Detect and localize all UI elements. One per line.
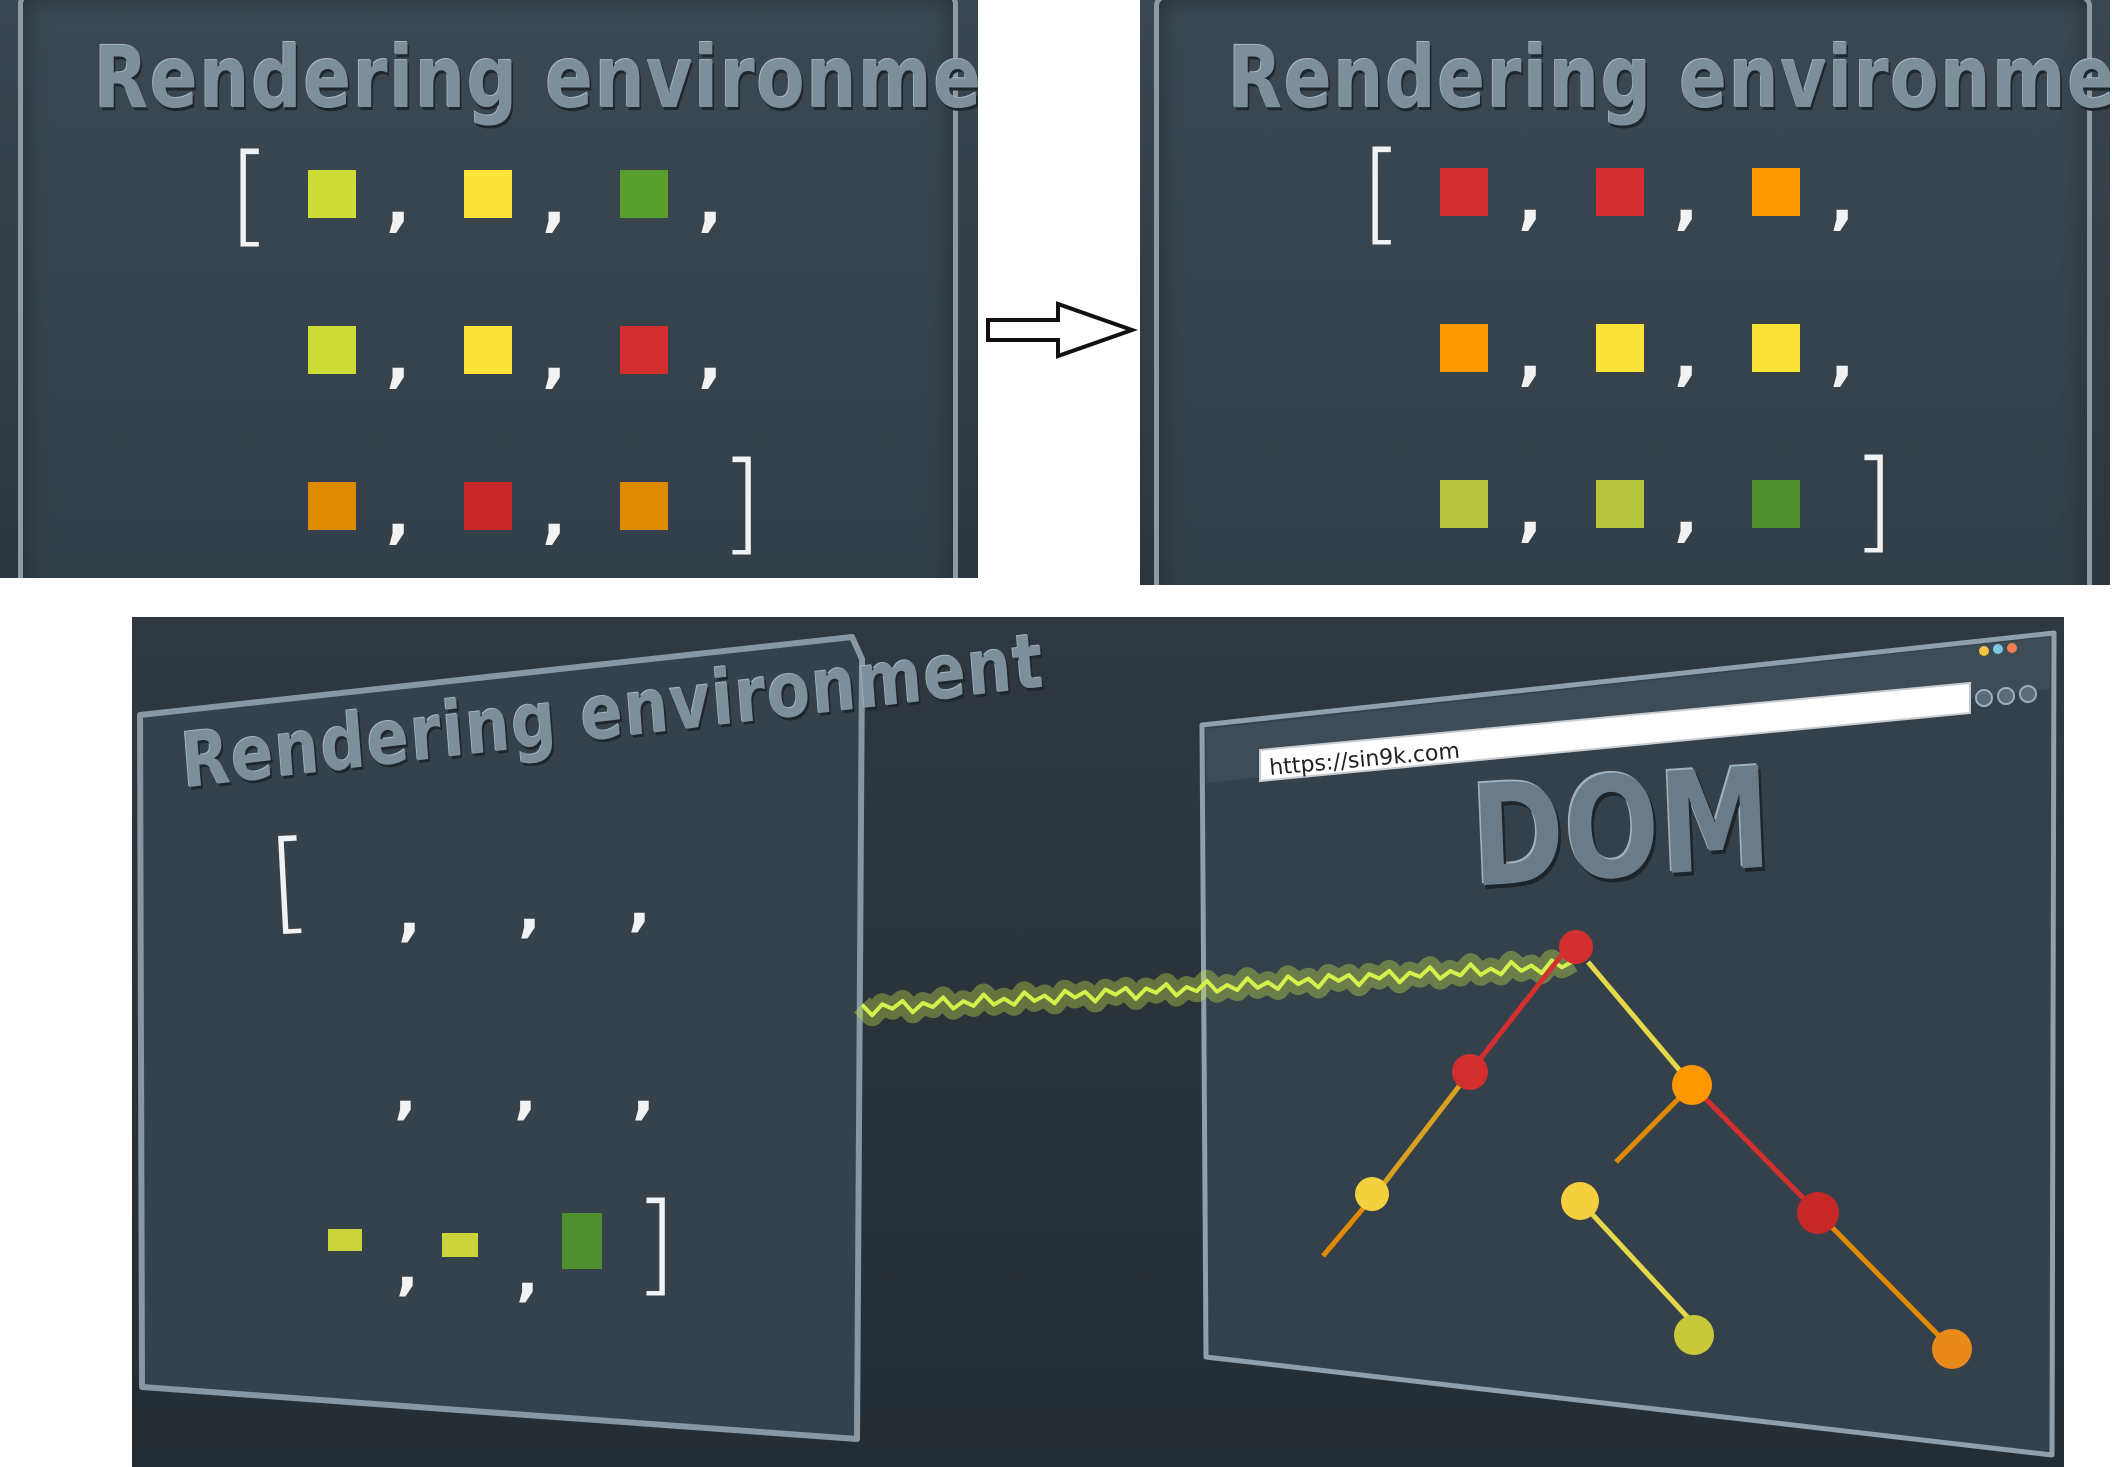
comma: , (396, 1233, 419, 1303)
color-square (328, 1229, 362, 1251)
board-left-svg: https://sin9k.com (137, 630, 2057, 1458)
back-icon (1997, 687, 2015, 705)
tree-node-leaf (1932, 1329, 1972, 1369)
browser-window (1199, 630, 2057, 1458)
comma: , (1518, 476, 1543, 550)
forward-icon (2019, 685, 2037, 703)
comma: , (542, 478, 567, 552)
comma: , (542, 166, 567, 240)
color-square (562, 1213, 602, 1269)
comma: , (516, 1239, 539, 1309)
close-bracket: ] (634, 1179, 677, 1307)
comma: , (628, 869, 651, 939)
comma: , (1518, 164, 1543, 238)
color-square (1752, 324, 1800, 372)
comma: , (1674, 164, 1699, 238)
color-square (1440, 168, 1488, 216)
comma: , (1518, 320, 1543, 394)
comma: , (394, 1057, 417, 1127)
board-title: Rendering environment (1228, 28, 2110, 128)
comma: , (386, 166, 411, 240)
color-square (308, 170, 356, 218)
board (18, 0, 958, 578)
color-square (1596, 480, 1644, 528)
color-square (308, 482, 356, 530)
panel-bottom: https://sin9k.com Rendering environ (132, 617, 2064, 1467)
open-bracket: [ (228, 130, 271, 258)
comma: , (1830, 164, 1855, 238)
color-square (620, 170, 668, 218)
refresh-icon (1975, 689, 1993, 707)
comma: , (698, 322, 723, 396)
signal-line (854, 949, 1578, 1027)
tree-node (1355, 1177, 1389, 1211)
color-square (1752, 480, 1800, 528)
window-dots (1979, 643, 2017, 656)
comma: , (1674, 320, 1699, 394)
transition-arrow (986, 300, 1139, 360)
comma: , (386, 322, 411, 396)
nav-buttons[interactable] (1975, 685, 2037, 707)
board-left (137, 634, 865, 1442)
comma: , (514, 1057, 537, 1127)
comma: , (632, 1057, 655, 1127)
color-square (308, 326, 356, 374)
comma: , (398, 879, 421, 949)
tree-node-root (1559, 930, 1593, 964)
color-square (1440, 324, 1488, 372)
comma: , (518, 875, 541, 945)
close-bracket: ] (720, 438, 763, 566)
color-square (442, 1233, 478, 1257)
tree-node (1561, 1182, 1599, 1220)
dom-tree (1321, 930, 1972, 1369)
panel-top-left: Rendering environment [,,,,,,,,] (0, 0, 978, 578)
color-square (1596, 324, 1644, 372)
comma: , (698, 166, 723, 240)
color-square (464, 482, 512, 530)
comma: , (1830, 320, 1855, 394)
address-bar[interactable] (1259, 681, 1971, 783)
tree-node (1674, 1315, 1714, 1355)
comma: , (542, 322, 567, 396)
board-title: Rendering environment (94, 28, 978, 128)
open-bracket: [ (264, 815, 315, 947)
color-square (464, 170, 512, 218)
right-arrow-icon (986, 301, 1139, 359)
comma: , (386, 478, 411, 552)
tree-node (1797, 1192, 1839, 1234)
open-bracket: [ (1360, 128, 1403, 256)
dom-heading: DOM (1468, 737, 1775, 920)
tree-node (1452, 1054, 1488, 1090)
color-square (464, 326, 512, 374)
color-square (620, 482, 668, 530)
color-square (1596, 168, 1644, 216)
color-square (1752, 168, 1800, 216)
color-square (1440, 480, 1488, 528)
tree-node (1672, 1065, 1712, 1105)
panel-top-right: Rendering environment [,,,,,,,,] (1140, 0, 2110, 585)
comma: , (1674, 476, 1699, 550)
close-bracket: ] (1852, 436, 1895, 564)
color-square (620, 326, 668, 374)
